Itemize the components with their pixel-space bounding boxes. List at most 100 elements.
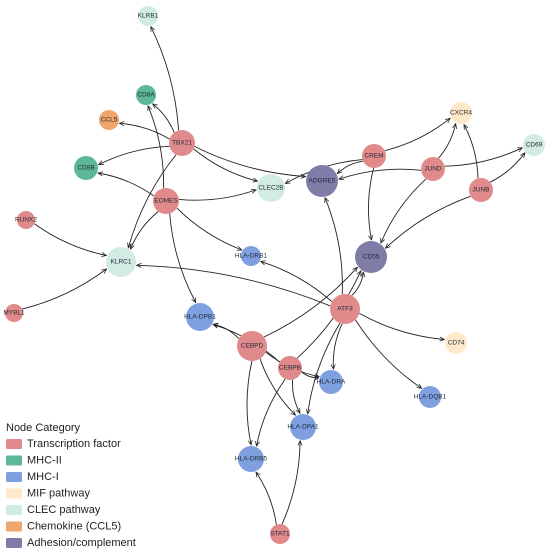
node-hla-dpa1[interactable]: HLA-DPA1 [287, 414, 319, 440]
node-eomes[interactable]: EOMES [153, 188, 179, 214]
node-cxcr4[interactable]: CXCR4 [450, 102, 472, 124]
edge-eomes-to-cd8a [148, 106, 165, 189]
edge-atf3-to-adgre5 [325, 198, 343, 295]
node-label-junb: JUNB [473, 187, 490, 194]
node-cd8a[interactable]: CD8A [136, 85, 156, 105]
node-label-hla-drb1: HLA-DRB1 [235, 253, 268, 260]
node-label-atf3: ATF3 [337, 306, 353, 313]
node-circle-hla-dqb1 [419, 386, 441, 408]
legend-label-clec: CLEC pathway [27, 504, 101, 516]
node-label-crem: CREM [364, 153, 383, 160]
legend-item-ccl5: Chemokine (CCL5) [6, 521, 121, 533]
edge-tbx21-to-klrb1 [151, 27, 180, 131]
edge-crem-to-cd55 [368, 167, 375, 240]
node-cebpd[interactable]: CEBPD [237, 331, 267, 361]
node-label-cebpd: CEBPD [241, 343, 264, 350]
node-hla-drb5[interactable]: HLA-DRB5 [235, 446, 268, 472]
edge-jund-to-cxcr4 [438, 124, 455, 159]
node-circle-cebpd [237, 331, 267, 361]
node-circle-hla-drb1 [241, 246, 261, 266]
edge-cebpd-to-hla-dpa1 [259, 358, 296, 416]
node-klrb1[interactable]: KLRB1 [138, 6, 159, 26]
edge-tbx21-to-clec2b [193, 148, 258, 181]
node-jund[interactable]: JUND [421, 157, 445, 181]
node-cd55[interactable]: CD55 [355, 241, 387, 273]
node-circle-stat1 [270, 524, 290, 544]
node-clec2b[interactable]: CLEC2B [257, 174, 285, 202]
node-ccl5[interactable]: CCL5 [99, 110, 119, 130]
node-cd69[interactable]: CD69 [523, 134, 545, 156]
node-label-hla-drb5: HLA-DRB5 [235, 456, 268, 463]
legend-swatch-ccl5 [6, 521, 22, 532]
edge-runx2-to-klrc1 [33, 223, 106, 256]
node-label-cxcr4: CXCR4 [450, 110, 472, 117]
node-circle-hla-drb5 [238, 446, 264, 472]
node-circle-clec2b [257, 174, 285, 202]
node-cebpb[interactable]: CEBPB [278, 356, 302, 380]
legend-item-mhc2: MHC-II [6, 455, 62, 467]
legend-item-mhc1: MHC-I [6, 471, 59, 483]
edge-eomes-to-cd8b [98, 173, 155, 197]
node-circle-cd8b [74, 156, 98, 180]
node-tbx21[interactable]: TBX21 [169, 130, 195, 156]
node-label-cd55: CD55 [363, 254, 380, 261]
node-circle-hla-dpb1 [186, 303, 214, 331]
legend-swatch-clec [6, 505, 22, 515]
node-label-cebpb: CEBPB [279, 365, 301, 372]
node-circle-mybl1 [5, 304, 23, 322]
node-adgre5[interactable]: ADGRE5 [306, 165, 338, 197]
edge-eomes-to-clec2b [178, 190, 256, 201]
node-label-stat1: STAT1 [270, 531, 290, 538]
node-crem[interactable]: CREM [362, 144, 386, 168]
legend-item-mif: MIF pathway [6, 488, 90, 500]
edge-tbx21-to-ccl5 [120, 123, 170, 140]
edge-atf3-to-hla-dqb1 [355, 319, 421, 389]
edge-cebpd-to-hla-dpb1 [213, 324, 240, 340]
node-circle-eomes [153, 188, 179, 214]
node-hla-dra[interactable]: HLA-DRA [317, 370, 346, 394]
legend-item-clec: CLEC pathway [6, 504, 101, 516]
node-circle-tbx21 [169, 130, 195, 156]
node-stat1[interactable]: STAT1 [270, 524, 290, 544]
node-label-cd8b: CD8B [77, 165, 94, 172]
edge-crem-to-adgre5 [337, 160, 364, 173]
node-circle-cd55 [355, 241, 387, 273]
edge-cebpb-to-hla-drb5 [257, 378, 286, 446]
node-cd74[interactable]: CD74 [445, 332, 467, 354]
node-label-adgre5: ADGRE5 [309, 178, 336, 185]
node-atf3[interactable]: ATF3 [330, 294, 360, 324]
legend: Node Category Transcription factorMHC-II… [6, 422, 136, 549]
edge-crem-to-cxcr4 [384, 118, 450, 152]
edge-atf3-to-cd74 [359, 313, 444, 339]
node-label-hla-dpb1: HLA-DPB1 [184, 314, 216, 321]
node-cd8b[interactable]: CD8B [74, 156, 98, 180]
legend-title: Node Category [6, 422, 80, 434]
node-mybl1[interactable]: MYBL1 [3, 304, 25, 322]
node-junb[interactable]: JUNB [469, 178, 493, 202]
edge-atf3-to-hla-dpa1 [308, 322, 341, 414]
node-circle-cd74 [445, 332, 467, 354]
node-circle-junb [469, 178, 493, 202]
edge-jund-to-adgre5 [339, 168, 422, 179]
edge-eomes-to-hla-drb1 [176, 207, 242, 250]
node-runx2[interactable]: RUNX2 [15, 211, 37, 229]
legend-item-tf: Transcription factor [6, 438, 121, 450]
node-hla-dpb1[interactable]: HLA-DPB1 [184, 303, 216, 331]
node-hla-dqb1[interactable]: HLA-DQB1 [414, 386, 447, 408]
node-label-hla-dra: HLA-DRA [317, 379, 346, 386]
node-circle-hla-dra [319, 370, 343, 394]
edge-cebpd-to-cd55 [263, 267, 357, 338]
node-label-cd74: CD74 [448, 340, 465, 347]
node-klrc1[interactable]: KLRC1 [106, 247, 136, 277]
legend-label-mhc1: MHC-I [27, 471, 59, 483]
edge-atf3-to-hla-drb1 [261, 261, 333, 302]
legend-swatch-tf [6, 439, 22, 449]
edge-stat1-to-hla-drb5 [256, 472, 277, 525]
edge-atf3-to-cd55 [351, 272, 364, 296]
node-circle-cxcr4 [450, 102, 472, 124]
node-circle-cd69 [523, 134, 545, 156]
node-label-klrb1: KLRB1 [138, 13, 159, 20]
legend-swatch-mif [6, 488, 22, 499]
node-hla-drb1[interactable]: HLA-DRB1 [235, 246, 268, 266]
